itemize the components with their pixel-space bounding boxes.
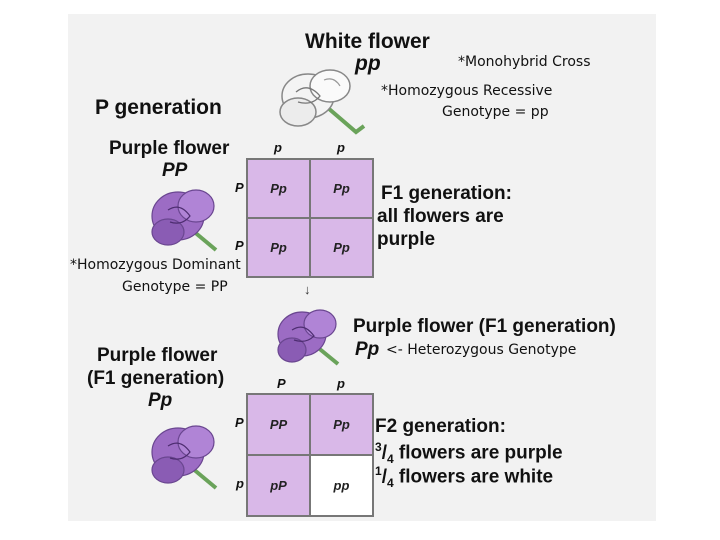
f2-fraction-denominator: 4 — [386, 476, 394, 491]
f2-square-cell: Pp — [311, 395, 372, 454]
f1-result-line1: F1 generation: — [381, 183, 512, 204]
purple-flower-genotype: PP — [162, 160, 188, 181]
p-square-cell: Pp — [311, 160, 372, 217]
f1-left-title-line2: (F1 generation) — [87, 368, 225, 389]
f2-result-line2-text: flowers are purple — [393, 442, 563, 464]
p-square-side-allele-2: P — [235, 238, 244, 253]
p-punnett-square: Pp Pp Pp Pp — [246, 158, 374, 278]
p-square-top-allele-1: p — [274, 140, 282, 155]
p-generation-label: P generation — [95, 96, 222, 119]
monohybrid-cross-note: *Monohybrid Cross — [458, 54, 591, 70]
f1-left-genotype: Pp — [148, 390, 173, 411]
p-square-cell: Pp — [311, 219, 372, 276]
f1-left-purple-flower-image — [151, 425, 218, 490]
f2-fraction-numerator: 3 — [375, 440, 382, 454]
f1-result-line2: all flowers are — [377, 206, 504, 227]
f1-left-title-line1: Purple flower — [97, 345, 218, 366]
f2-fraction-numerator: 1 — [375, 464, 382, 478]
p-square-cell: Pp — [248, 160, 309, 217]
heterozygous-genotype-note: <- Heterozygous Genotype — [386, 342, 577, 358]
f2-square-side-allele-1: P — [235, 415, 244, 430]
f2-square-side-allele-2: p — [236, 476, 244, 491]
recessive-genotype-note: Genotype = pp — [442, 104, 549, 120]
f2-punnett-square: PP Pp pP pp — [246, 393, 374, 517]
white-flower-genotype: pp — [355, 52, 381, 75]
f2-square-top-allele-2: p — [337, 376, 345, 391]
f2-result-line1: F2 generation: — [375, 416, 506, 437]
p-square-cell: Pp — [248, 219, 309, 276]
homozygous-dominant-note: *Homozygous Dominant — [70, 257, 241, 273]
p-square-top-allele-2: p — [337, 140, 345, 155]
p-square-side-allele-1: P — [235, 180, 244, 195]
f2-result-line3: 1/4 flowers are white — [375, 464, 554, 491]
f2-square-cell: pP — [248, 456, 309, 515]
f1-flower-genotype: Pp — [355, 339, 380, 360]
homozygous-recessive-note: *Homozygous Recessive — [381, 83, 553, 99]
f1-result-line3: purple — [377, 229, 436, 250]
purple-flower-image — [151, 189, 218, 252]
f2-result-line2: 3/4 flowers are purple — [375, 440, 563, 467]
f2-square-cell: PP — [248, 395, 309, 454]
f2-result-line3-text: flowers are white — [393, 466, 554, 488]
f1-purple-flower-image — [277, 309, 340, 366]
f2-fraction-denominator: 4 — [386, 452, 394, 467]
down-arrow-icon: ↓ — [304, 282, 311, 297]
f1-flower-title: Purple flower (F1 generation) — [353, 316, 616, 337]
white-flower-image — [279, 69, 366, 135]
f2-square-top-allele-1: P — [277, 376, 286, 391]
f2-square-cell: pp — [311, 456, 372, 515]
dominant-genotype-note: Genotype = PP — [122, 279, 228, 295]
white-flower-title: White flower — [305, 30, 430, 53]
purple-flower-title: Purple flower — [109, 138, 230, 159]
